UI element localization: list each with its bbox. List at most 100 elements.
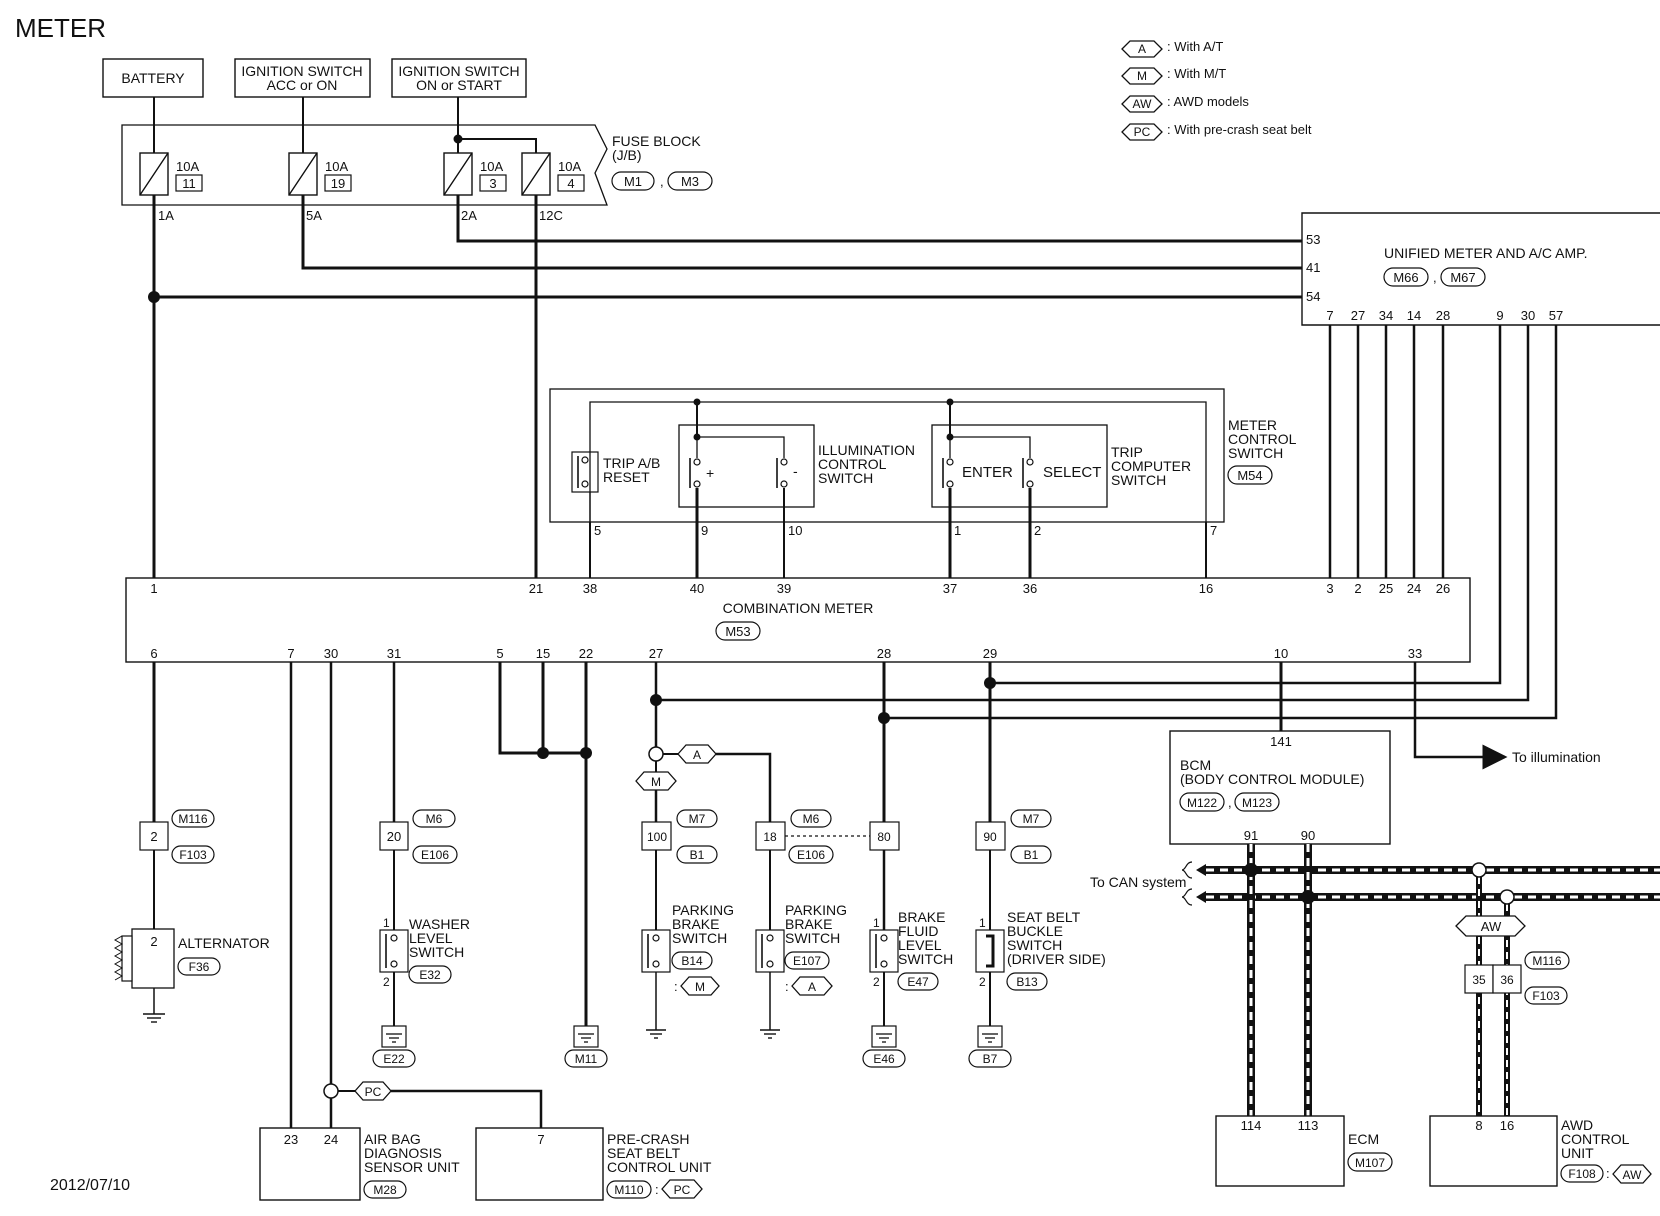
svg-text:2: 2 <box>383 975 390 989</box>
svg-text:M7: M7 <box>1023 812 1040 826</box>
connector-tag <box>372 1049 416 1068</box>
svg-text:7: 7 <box>287 646 294 661</box>
svg-text:28: 28 <box>1436 308 1450 323</box>
connector-tag <box>171 809 215 828</box>
svg-text:SWITCH: SWITCH <box>898 951 953 967</box>
connector-tag <box>171 845 215 864</box>
svg-text:SWITCH: SWITCH <box>409 944 464 960</box>
svg-text:M122: M122 <box>1187 796 1217 810</box>
svg-text:IGNITION SWITCH: IGNITION SWITCH <box>241 63 362 79</box>
fuse-11: 10A 11 1A <box>139 152 203 223</box>
connector-tag <box>676 845 718 864</box>
svg-text:To CAN system: To CAN system <box>1090 874 1186 890</box>
svg-text:ECM: ECM <box>1348 1131 1379 1147</box>
svg-text:FLUID: FLUID <box>898 923 938 939</box>
svg-text:IGNITION SWITCH: IGNITION SWITCH <box>398 63 519 79</box>
connector-tag <box>671 951 713 970</box>
svg-text:16: 16 <box>1500 1118 1514 1133</box>
connector-tag <box>606 1180 652 1199</box>
ignition-acc-box: IGNITION SWITCH ACC or ON <box>234 58 371 98</box>
svg-text:M3: M3 <box>681 174 699 189</box>
combination-meter: COMBINATION METER M53 1 21 38 40 39 37 3… <box>125 577 1471 663</box>
svg-text:,: , <box>1228 795 1232 810</box>
connector-tag <box>1010 809 1052 828</box>
svg-text:CONTROL: CONTROL <box>818 456 887 472</box>
alternator-branch: 2 M116 F103 2 ALTERNATOR F36 <box>113 662 270 1023</box>
svg-text:(BODY CONTROL MODULE): (BODY CONTROL MODULE) <box>1180 771 1364 787</box>
svg-text:ACC or ON: ACC or ON <box>267 77 338 93</box>
svg-text:CONTROL: CONTROL <box>1561 1131 1630 1147</box>
svg-text:BRAKE: BRAKE <box>898 909 945 925</box>
svg-text:E106: E106 <box>797 848 825 862</box>
bcm-module: 141 BCM (BODY CONTROL MODULE) M122 , M12… <box>1169 662 1391 845</box>
svg-text:WASHER: WASHER <box>409 916 470 932</box>
ground-icon <box>143 1013 165 1023</box>
svg-text:F103: F103 <box>179 848 207 862</box>
svg-text:10A: 10A <box>558 159 581 174</box>
ground-m11-branch: M11 <box>498 662 608 1068</box>
legend-text: : With pre-crash seat belt <box>1167 122 1312 137</box>
svg-text:E22: E22 <box>383 1052 405 1066</box>
fuse-block: FUSE BLOCK (J/B) M1 , M3 10A 11 1A 10A 1… <box>121 124 713 223</box>
svg-text:E32: E32 <box>419 968 441 982</box>
amp-to-meter-wires <box>1328 325 1445 578</box>
svg-text:53: 53 <box>1306 232 1320 247</box>
svg-text:SWITCH: SWITCH <box>672 930 727 946</box>
can-bus: To CAN system <box>1090 844 1660 1116</box>
svg-text:114: 114 <box>1241 1118 1262 1133</box>
svg-text:34: 34 <box>1379 308 1393 323</box>
svg-text:41: 41 <box>1306 260 1320 275</box>
svg-text:M54: M54 <box>1237 468 1262 483</box>
connector-tag <box>408 965 452 984</box>
svg-text:UNIT: UNIT <box>1561 1145 1594 1161</box>
svg-text:1: 1 <box>873 916 880 930</box>
svg-text:19: 19 <box>331 176 345 191</box>
svg-text:3: 3 <box>1326 581 1333 596</box>
svg-text:2: 2 <box>979 975 986 989</box>
svg-text:METER: METER <box>1228 417 1277 433</box>
svg-text:M: M <box>651 775 661 789</box>
svg-text:10: 10 <box>788 523 802 538</box>
svg-text::: : <box>655 1182 659 1197</box>
airbag-branch: PC 23 24 AIR BAG DIAGNOSIS SENSOR UNIT M… <box>259 662 712 1201</box>
svg-text:B14: B14 <box>681 954 703 968</box>
svg-text:ON or START: ON or START <box>416 77 502 93</box>
svg-text:28: 28 <box>877 646 891 661</box>
svg-text:36: 36 <box>1500 973 1514 987</box>
svg-text:ENTER: ENTER <box>962 464 1013 481</box>
svg-text:SWITCH: SWITCH <box>1111 472 1166 488</box>
svg-text:9: 9 <box>1496 308 1503 323</box>
connector-tag <box>1010 845 1052 864</box>
connector-tag <box>611 171 655 191</box>
svg-text:5: 5 <box>496 646 503 661</box>
svg-text:2A: 2A <box>461 208 477 223</box>
legend-code: M <box>1137 69 1147 83</box>
awd-control-unit: 8 16 AWD CONTROL UNIT F108 : AW <box>1429 1115 1652 1187</box>
svg-text:(DRIVER SIDE): (DRIVER SIDE) <box>1007 951 1106 967</box>
brake-fluid-switch-branch: 80 1 2 BRAKE FLUID LEVEL SWITCH E47 E46 <box>862 662 953 1068</box>
svg-text:37: 37 <box>943 581 957 596</box>
svg-text:BUCKLE: BUCKLE <box>1007 923 1063 939</box>
unified-meter-ac-amp: UNIFIED METER AND A/C AMP. M66 , M67 53 … <box>1301 212 1660 326</box>
legend-text: : AWD models <box>1167 94 1249 109</box>
svg-text:8: 8 <box>1475 1118 1482 1133</box>
connector-tag <box>784 951 830 970</box>
legend-item-aw: AW : AWD models <box>1121 94 1249 113</box>
svg-text:90: 90 <box>1301 828 1315 843</box>
legend-item-a: A : With A/T <box>1121 39 1223 58</box>
seat-belt-switch-branch: 90 M7 B1 1 2 SEAT BELT BUCKLE SWITCH (DR… <box>968 662 1106 1068</box>
svg-text:A: A <box>693 748 701 762</box>
svg-text:M53: M53 <box>725 624 750 639</box>
connector-tag <box>715 621 761 641</box>
svg-text:LEVEL: LEVEL <box>898 937 942 953</box>
svg-text:1: 1 <box>383 916 390 930</box>
legend-text: : With M/T <box>1167 66 1226 81</box>
connector-tag <box>1560 1164 1604 1183</box>
washer-level-switch-branch: 20 M6 E106 1 2 WASHER LEVEL SWITCH E32 E… <box>372 662 470 1068</box>
svg-text:21: 21 <box>529 581 543 596</box>
svg-text:7: 7 <box>537 1132 544 1147</box>
svg-text:CONTROL: CONTROL <box>1228 431 1297 447</box>
parking-brake-branch: A M 100 M7 B1 PARKING BRAKE SWITCH B14 : <box>635 662 870 1039</box>
connector-tag <box>1227 465 1273 485</box>
